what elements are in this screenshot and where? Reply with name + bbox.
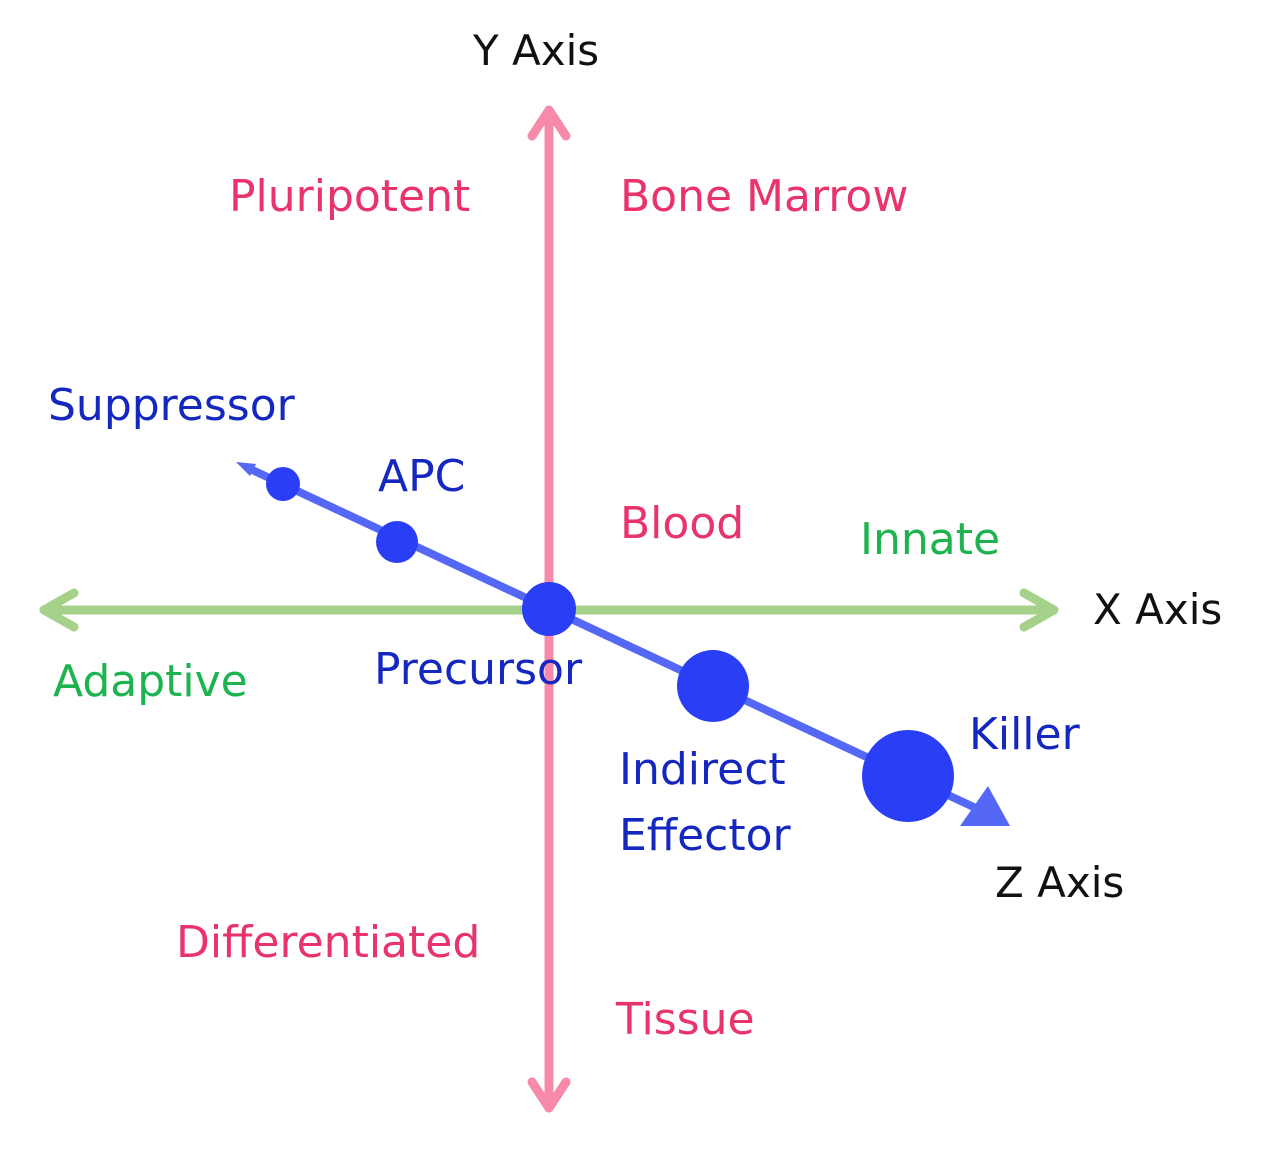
label-indirect: Indirect xyxy=(619,744,786,795)
point-suppressor xyxy=(266,467,300,501)
z-axis xyxy=(236,462,1010,826)
z-axis-title: Z Axis xyxy=(995,858,1125,907)
label-adaptive: Adaptive xyxy=(53,656,248,707)
label-blood: Blood xyxy=(620,498,745,549)
label-effector: Effector xyxy=(619,810,791,861)
x-axis-title: X Axis xyxy=(1093,585,1223,634)
label-differentiated: Differentiated xyxy=(176,917,481,968)
label-apc: APC xyxy=(378,451,466,502)
x-axis-left-arrowhead xyxy=(39,588,79,632)
y-axis-down-arrowhead xyxy=(527,1077,571,1113)
point-killer xyxy=(862,730,954,822)
label-bone-marrow: Bone Marrow xyxy=(620,171,909,222)
label-killer: Killer xyxy=(969,709,1080,760)
z-axis-front-arrowhead xyxy=(960,786,1010,826)
point-precursor xyxy=(522,582,576,636)
label-tissue: Tissue xyxy=(616,994,755,1045)
z-axis-line xyxy=(246,464,982,814)
x-axis-right-arrowhead xyxy=(1019,588,1059,632)
label-pluripotent: Pluripotent xyxy=(229,171,471,222)
point-indirect-effector xyxy=(677,650,749,722)
label-innate: Innate xyxy=(860,514,1001,565)
y-axis-title: Y Axis xyxy=(473,26,600,75)
label-suppressor: Suppressor xyxy=(48,380,295,431)
z-axis-back-arrowhead xyxy=(236,462,256,476)
label-precursor: Precursor xyxy=(374,644,583,695)
y-axis-up-arrowhead xyxy=(527,105,571,141)
point-apc xyxy=(376,521,418,563)
